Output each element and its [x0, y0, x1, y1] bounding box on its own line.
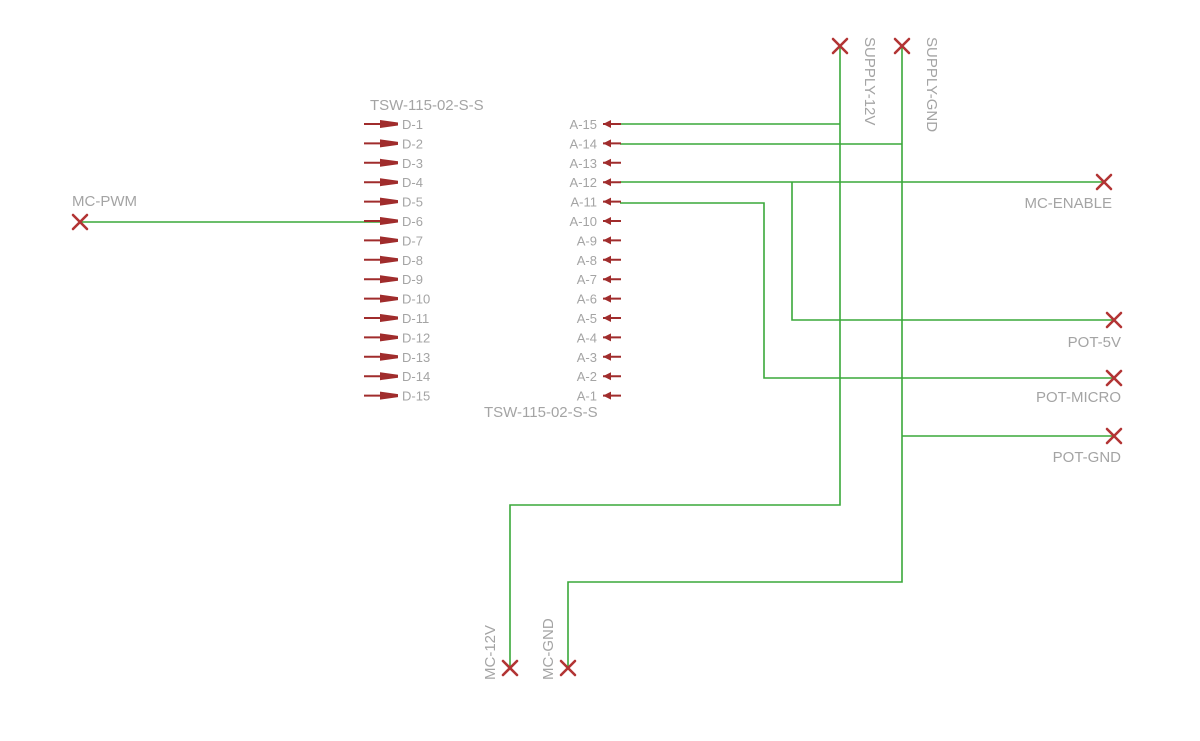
- connector-a-pin-label: A-3: [577, 350, 597, 365]
- connector-a-pin[interactable]: A-2: [577, 369, 621, 384]
- connector-d-pins: D-1D-2D-3D-4D-5D-6D-7D-8D-9D-10D-11D-12D…: [364, 117, 430, 404]
- connector-a[interactable]: TSW-115-02-S-S A-15A-14A-13A-12A-11A-10A…: [484, 117, 621, 421]
- pot-gnd-label: POT-GND: [1053, 449, 1122, 466]
- connector-a-pin-label: A-7: [577, 272, 597, 287]
- connector-a-pin-label: A-6: [577, 292, 597, 307]
- net-labels: MC-PWM MC-ENABLE POT-5V POT-MICRO POT-GN…: [72, 37, 1121, 680]
- supply-gnd-marker[interactable]: [893, 37, 911, 55]
- connector-a-pin-label: A-14: [570, 136, 597, 151]
- connector-d-pin[interactable]: D-8: [364, 253, 423, 268]
- connector-d-pin-label: D-9: [402, 272, 423, 287]
- connector-d-pin-label: D-15: [402, 389, 430, 404]
- connector-d-pin[interactable]: D-3: [364, 156, 423, 171]
- connector-d-pin[interactable]: D-6: [364, 214, 423, 229]
- mc-12v-marker[interactable]: [501, 659, 519, 677]
- connector-d-pin[interactable]: D-2: [364, 136, 423, 151]
- connector-a-pin-label: A-5: [577, 311, 597, 326]
- connector-a-pins: A-15A-14A-13A-12A-11A-10A-9A-8A-7A-6A-5A…: [570, 117, 621, 404]
- mc-pwm-marker[interactable]: [71, 213, 89, 231]
- mc-gnd-label: MC-GND: [540, 618, 557, 680]
- net-markers: [71, 37, 1123, 677]
- connector-a-pin-label: A-8: [577, 253, 597, 268]
- connector-d-pin-label: D-14: [402, 369, 430, 384]
- connector-a-pin[interactable]: A-15: [570, 117, 621, 132]
- wire-pot-5v: [791, 182, 1114, 321]
- connector-a-pin[interactable]: A-4: [577, 330, 621, 345]
- connector-d-pin-label: D-1: [402, 117, 423, 132]
- connector-a-pin-label: A-2: [577, 369, 597, 384]
- connector-a-pin[interactable]: A-6: [577, 292, 621, 307]
- connector-a-title: TSW-115-02-S-S: [484, 404, 598, 421]
- connector-d-pin-label: D-4: [402, 175, 423, 190]
- connector-a-pin[interactable]: A-7: [577, 272, 621, 287]
- connector-a-pin-label: A-11: [571, 195, 598, 210]
- connector-d-pin[interactable]: D-14: [364, 369, 430, 384]
- connector-d-pin[interactable]: D-5: [364, 195, 423, 210]
- connector-d-pin[interactable]: D-13: [364, 350, 430, 365]
- pot-micro-label: POT-MICRO: [1036, 389, 1121, 406]
- connector-d-pin-label: D-13: [402, 350, 430, 365]
- connector-a-pin[interactable]: A-8: [577, 253, 621, 268]
- connector-d-pin-label: D-6: [402, 214, 423, 229]
- pot-gnd-marker[interactable]: [1105, 427, 1123, 445]
- supply-12v-marker[interactable]: [831, 37, 849, 55]
- mc-enable-label: MC-ENABLE: [1024, 195, 1112, 212]
- connector-a-pin[interactable]: A-13: [570, 156, 621, 171]
- connector-a-pin-label: A-13: [570, 156, 597, 171]
- connector-a-pin-label: A-10: [570, 214, 597, 229]
- connector-d-pin[interactable]: D-10: [364, 292, 430, 307]
- connector-a-pin[interactable]: A-3: [577, 350, 621, 365]
- supply-gnd-label: SUPPLY-GND: [923, 37, 940, 132]
- connector-d-pin[interactable]: D-15: [364, 389, 430, 404]
- connector-a-pin-label: A-12: [570, 175, 597, 190]
- connector-d-pin[interactable]: D-4: [364, 175, 423, 190]
- connector-d[interactable]: TSW-115-02-S-S D-1D-2D-3D-4D-5D-6D-7D-8D…: [364, 97, 484, 404]
- connector-a-pin-label: A-15: [570, 117, 597, 132]
- connector-d-pin[interactable]: D-12: [364, 330, 430, 345]
- wires: [80, 46, 1114, 668]
- mc-pwm-label: MC-PWM: [72, 193, 137, 210]
- pot-5v-marker[interactable]: [1105, 311, 1123, 329]
- mc-enable-marker[interactable]: [1095, 173, 1113, 191]
- connector-a-pin[interactable]: A-5: [577, 311, 621, 326]
- connector-d-pin[interactable]: D-9: [364, 272, 423, 287]
- connector-a-pin-label: A-4: [577, 330, 597, 345]
- connector-d-pin[interactable]: D-7: [364, 233, 423, 248]
- pot-5v-label: POT-5V: [1068, 334, 1121, 351]
- mc-12v-label: MC-12V: [482, 625, 499, 680]
- wire-supply-gnd-mc-gnd: [567, 46, 903, 668]
- connector-a-pin[interactable]: A-11: [571, 195, 622, 210]
- mc-gnd-marker[interactable]: [559, 659, 577, 677]
- connector-d-pin-label: D-5: [402, 195, 423, 210]
- connector-a-pin[interactable]: A-9: [577, 233, 621, 248]
- connector-d-pin-label: D-3: [402, 156, 423, 171]
- connector-a-pin[interactable]: A-12: [570, 175, 621, 190]
- connector-d-pin-label: D-11: [402, 311, 429, 326]
- wire-supply-12v-mc-12v: [509, 46, 841, 668]
- connector-a-pin[interactable]: A-10: [570, 214, 621, 229]
- connector-d-pin-label: D-10: [402, 292, 430, 307]
- connector-d-pin-label: D-8: [402, 253, 423, 268]
- connector-a-pin[interactable]: A-14: [570, 136, 621, 151]
- connector-a-pin-label: A-1: [577, 389, 597, 404]
- connector-d-pin[interactable]: D-11: [364, 311, 429, 326]
- supply-12v-label: SUPPLY-12V: [861, 37, 878, 125]
- pot-micro-marker[interactable]: [1105, 369, 1123, 387]
- connector-d-pin-label: D-7: [402, 233, 423, 248]
- wire-a11-pot-micro: [620, 202, 1114, 379]
- connector-d-pin[interactable]: D-1: [364, 117, 423, 132]
- connector-d-title: TSW-115-02-S-S: [370, 97, 484, 114]
- connector-a-pin-label: A-9: [577, 233, 597, 248]
- connector-d-pin-label: D-12: [402, 330, 430, 345]
- connector-d-pin-label: D-2: [402, 136, 423, 151]
- connector-a-pin[interactable]: A-1: [577, 389, 621, 404]
